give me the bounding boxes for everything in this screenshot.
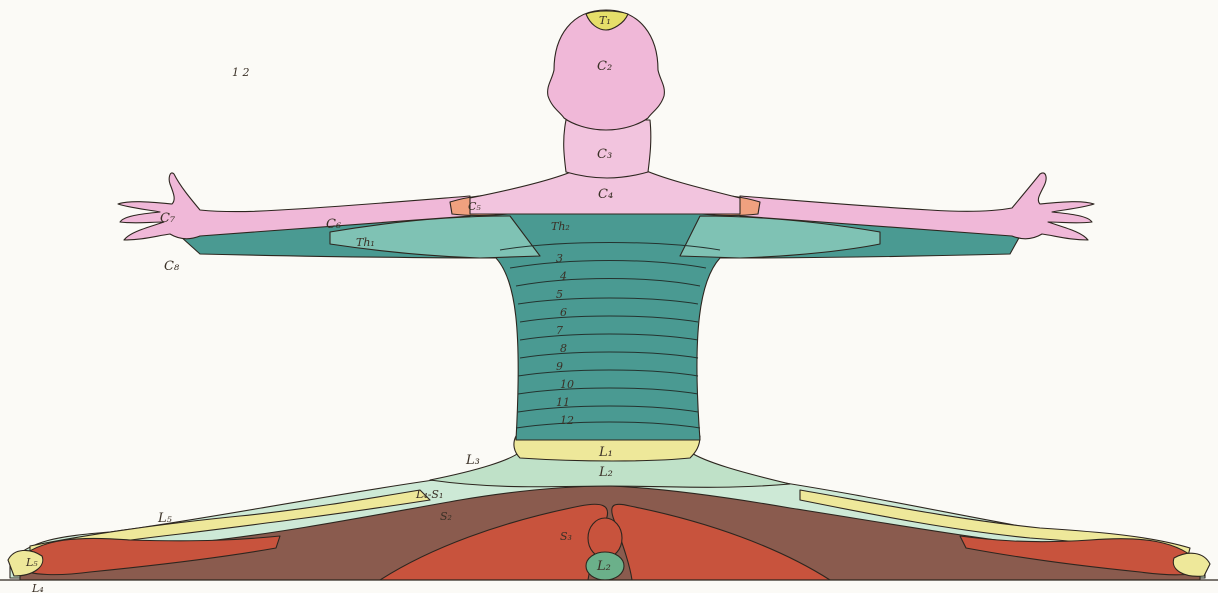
label-foot-l4: L₄ <box>31 582 44 593</box>
label-c6: C₆ <box>326 217 341 232</box>
thoracic-number: 4 <box>559 270 567 283</box>
corner-marks: 1 2 <box>232 66 250 79</box>
thoracic-number: 3 <box>556 252 563 265</box>
thoracic-number: 11 <box>556 396 570 409</box>
label-l1: L₁ <box>598 445 613 460</box>
label-c5: C₅ <box>468 200 481 213</box>
label-th1: Th₁ <box>356 236 375 249</box>
label-c8: C₈ <box>164 259 180 274</box>
label-l2: L₂ <box>598 465 613 480</box>
label-l3: L₃ <box>465 453 480 468</box>
label-c2: C₂ <box>597 59 612 74</box>
thoracic-number: 12 <box>560 414 574 427</box>
thoracic-number: 5 <box>556 288 563 301</box>
label-th2: Th₂ <box>551 220 570 233</box>
thoracic-number: 10 <box>560 378 574 391</box>
label-l5: L₅ <box>157 511 173 526</box>
upper-body <box>470 10 740 214</box>
thoracic-number: 9 <box>556 360 563 373</box>
label-c3: C₃ <box>597 147 612 162</box>
label-t1: T₁ <box>599 14 611 27</box>
thoracic-number: 8 <box>560 342 567 355</box>
thoracic-number: 6 <box>560 306 567 319</box>
thoracic-region <box>180 212 1020 440</box>
label-s3: S₃ <box>560 530 572 543</box>
label-s2: S₂ <box>440 510 452 523</box>
label-c7: C₇ <box>160 211 176 226</box>
label-l4-s1: L₄-S₁ <box>415 488 443 501</box>
label-c4: C₄ <box>598 187 613 202</box>
label-bottom-l2: L₂ <box>596 559 611 574</box>
label-foot-l5: L₅ <box>25 556 38 569</box>
thoracic-number: 7 <box>556 324 563 337</box>
